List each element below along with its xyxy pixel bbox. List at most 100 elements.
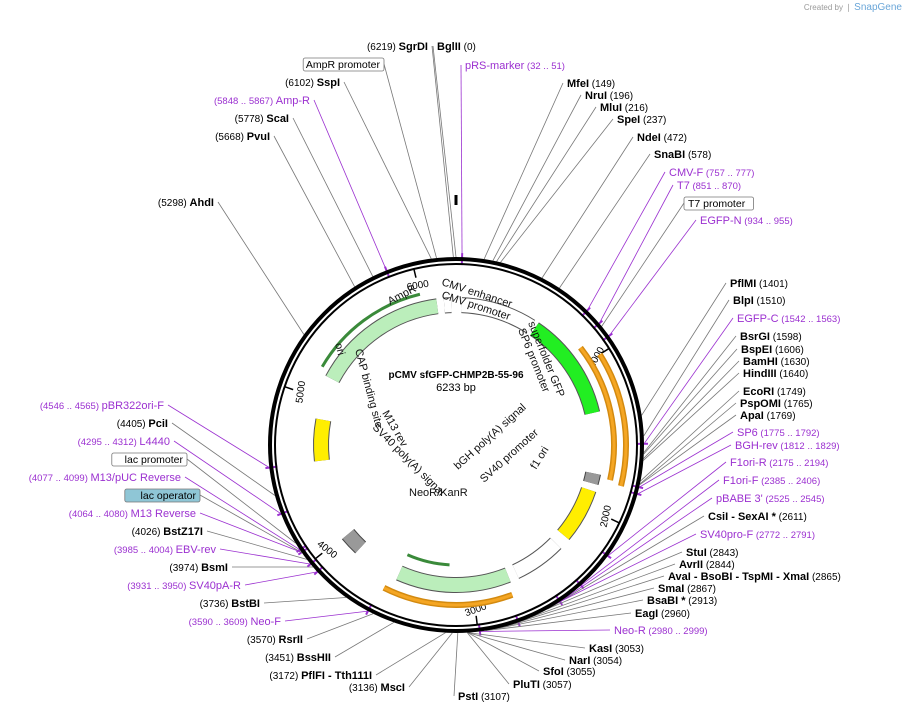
site-label-ampr-promoter[interactable]: AmpR promoter (302, 57, 385, 72)
site-label-snabi[interactable]: SnaBI (578) (654, 149, 711, 161)
site-label-bamhi[interactable]: BamHI (1630) (743, 356, 810, 368)
leader-line (639, 414, 737, 485)
site-label-text: (4295 .. 4312) L4440 (78, 436, 170, 448)
site-name: KasI (589, 643, 612, 655)
site-position: (0) (461, 42, 476, 53)
site-position: (2960) (658, 609, 690, 620)
site-label-m13-reverse[interactable]: (4064 .. 4080) M13 Reverse (69, 508, 196, 520)
site-label-pflfi-tth111i[interactable]: (3172) PflFI - Tth111I (269, 670, 372, 682)
site-label-kasi[interactable]: KasI (3053) (589, 643, 644, 655)
site-label-text: PstI (3107) (458, 691, 510, 703)
feature-cap-binding-site: CAP binding site (352, 348, 385, 429)
leader-line (559, 497, 713, 602)
site-name: NarI (569, 655, 590, 667)
site-label-sgrdi[interactable]: (6219) SgrDI (367, 41, 428, 53)
site-position: (1640) (777, 369, 809, 380)
site-label-bglii[interactable]: BglII (0) (437, 41, 476, 53)
site-label-bsmi[interactable]: (3974) BsmI (169, 562, 228, 574)
site-label-blpi[interactable]: BlpI (1510) (733, 295, 785, 307)
site-label-avrii[interactable]: AvrII (2844) (679, 559, 735, 571)
site-label-prs-marker[interactable]: pRS-marker (32 .. 51) (465, 60, 565, 72)
site-label-bstz17i[interactable]: (4026) BstZ17I (132, 526, 203, 538)
site-label-t7[interactable]: T7 (851 .. 870) (677, 180, 741, 192)
site-label-pvui[interactable]: (5668) PvuI (215, 131, 270, 143)
site-label-sv40pa-r[interactable]: (3931 .. 3950) SV40pA-R (127, 580, 241, 592)
site-position: (3590 .. 3609) (189, 617, 251, 628)
site-label-ndei[interactable]: NdeI (472) (637, 132, 687, 144)
sfgfp-arc (530, 323, 600, 415)
site-label-f1ori-f[interactable]: F1ori-F (2385 .. 2406) (723, 475, 820, 487)
site-label-text: AvaI - BsoBI - TspMI - XmaI (2865) (668, 571, 841, 583)
site-label-text: NruI (196) (585, 90, 633, 102)
site-label-lac-operator[interactable]: lac operator (124, 488, 201, 503)
site-label-avai-bsobi-tspmi-xmai[interactable]: AvaI - BsoBI - TspMI - XmaI (2865) (668, 571, 841, 583)
site-label-sspi[interactable]: (6102) SspI (285, 77, 340, 89)
site-label-text: PluTI (3057) (513, 679, 572, 691)
site-label-nari[interactable]: NarI (3054) (569, 655, 622, 667)
site-name: M13/pUC Reverse (91, 472, 181, 484)
site-name: AvaI - BsoBI - TspMI - XmaI (668, 571, 809, 583)
site-label-scai[interactable]: (5778) ScaI (235, 113, 289, 125)
site-label-bspei[interactable]: BspEI (1606) (741, 344, 804, 356)
site-label-csii-sexai[interactable]: CsiI - SexAI * (2611) (708, 511, 807, 523)
site-label-sp6[interactable]: SP6 (1775 .. 1792) (737, 427, 820, 439)
site-label-ahdi[interactable]: (5298) AhdI (158, 197, 214, 209)
site-label-text: (6219) SgrDI (367, 41, 428, 53)
site-label-t7-promoter[interactable]: T7 promoter (683, 196, 754, 211)
site-position: (1598) (770, 332, 802, 343)
site-label-f1ori-r[interactable]: F1ori-R (2175 .. 2194) (730, 457, 828, 469)
site-label-msci[interactable]: (3136) MscI (349, 682, 405, 694)
site-label-pcii[interactable]: (4405) PciI (117, 418, 168, 430)
site-label-spei[interactable]: SpeI (237) (617, 114, 666, 126)
site-position: (4405) (117, 419, 149, 430)
site-label-text: SP6 (1775 .. 1792) (737, 427, 820, 439)
site-name: PflFI - Tth111I (301, 670, 372, 682)
site-name: SP6 (737, 427, 758, 439)
site-label-bsshii[interactable]: (3451) BssHII (265, 652, 331, 664)
site-label-m13-puc-reverse[interactable]: (4077 .. 4099) M13/pUC Reverse (29, 472, 181, 484)
site-label-egfp-c[interactable]: EGFP-C (1542 .. 1563) (737, 313, 840, 325)
site-label-amp-r[interactable]: (5848 .. 5867) Amp-R (214, 95, 310, 107)
site-label-bgh-rev[interactable]: BGH-rev (1812 .. 1829) (735, 440, 840, 452)
site-label-ecori[interactable]: EcoRI (1749) (743, 386, 806, 398)
site-position: (3107) (478, 692, 510, 703)
site-label-apai[interactable]: ApaI (1769) (740, 410, 796, 422)
site-position: (3053) (612, 644, 644, 655)
site-label-eagi[interactable]: EagI (2960) (635, 608, 690, 620)
site-label-bstbi[interactable]: (3736) BstBI (200, 598, 260, 610)
site-label-l4440[interactable]: (4295 .. 4312) L4440 (78, 436, 170, 448)
site-name: BstZ17I (163, 526, 203, 538)
site-label-pbabe-3[interactable]: pBABE 3' (2525 .. 2545) (716, 493, 825, 505)
site-label-bsabi[interactable]: BsaBI * (2913) (647, 595, 717, 607)
site-label-hindiii[interactable]: HindIII (1640) (743, 368, 808, 380)
site-label-pluti[interactable]: PluTI (3057) (513, 679, 572, 691)
backbone-inner-strand (274, 263, 638, 627)
site-label-cmv-f[interactable]: CMV-F (757 .. 777) (669, 167, 754, 179)
site-label-neo-f[interactable]: (3590 .. 3609) Neo-F (189, 616, 282, 628)
site-label-mlui[interactable]: MluI (216) (600, 102, 648, 114)
site-label-smai[interactable]: SmaI (2867) (658, 583, 716, 595)
site-label-stui[interactable]: StuI (2843) (686, 547, 738, 559)
leader-line (479, 629, 611, 632)
site-label-pflmi[interactable]: PflMI (1401) (730, 278, 788, 290)
site-position: (757 .. 777) (703, 168, 754, 179)
site-position: (3931 .. 3950) (127, 581, 189, 592)
site-label-rsrii[interactable]: (3570) RsrII (247, 634, 303, 646)
site-label-pbr322ori-f[interactable]: (4546 .. 4565) pBR322ori-F (40, 400, 164, 412)
site-label-bsrgi[interactable]: BsrGI (1598) (740, 331, 802, 343)
site-label-sv40pro-f[interactable]: SV40pro-F (2772 .. 2791) (700, 529, 815, 541)
site-label-pspomi[interactable]: PspOMI (1765) (740, 398, 813, 410)
site-name: SV40pro-F (700, 529, 753, 541)
site-label-ebv-rev[interactable]: (3985 .. 4004) EBV-rev (114, 544, 217, 556)
site-label-sfoi[interactable]: SfoI (3055) (543, 666, 595, 678)
site-label-nrui[interactable]: NruI (196) (585, 90, 633, 102)
site-label-egfp-n[interactable]: EGFP-N (934 .. 955) (700, 215, 793, 227)
site-label-lac-promoter[interactable]: lac promoter (111, 452, 188, 467)
site-name: BssHII (297, 652, 331, 664)
site-label-neo-r[interactable]: Neo-R (2980 .. 2999) (614, 625, 708, 637)
site-label-psti[interactable]: PstI (3107) (458, 691, 510, 703)
site-label-text: (3974) BsmI (169, 562, 228, 574)
site-name: PspOMI (740, 398, 781, 410)
site-label-mfei[interactable]: MfeI (149) (567, 78, 615, 90)
leader-line (607, 461, 727, 557)
